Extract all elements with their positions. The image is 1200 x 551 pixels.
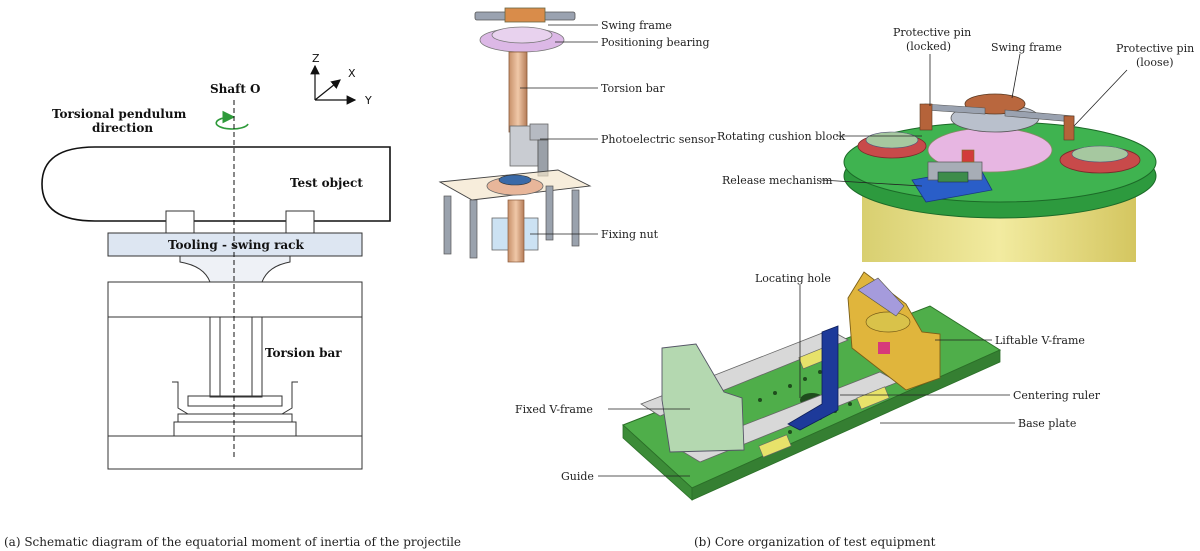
label-torsion-bar-b: Torsion bar	[601, 82, 665, 95]
torsion-housing	[107, 281, 363, 470]
label-positioning-bearing: Positioning bearing	[601, 36, 710, 49]
tooling-label: Tooling - swing rack	[168, 238, 304, 252]
label-locating-hole: Locating hole	[755, 272, 831, 285]
axis-x-label: X	[348, 67, 356, 80]
panel-b-assembly: Swing frame Positioning bearing Torsion …	[438, 7, 716, 263]
axis-y-label: Y	[364, 94, 372, 107]
direction-label-2: direction	[92, 121, 153, 135]
panel-b-top-rig: Protective pin (locked) Swing frame Prot…	[717, 26, 1194, 262]
swing-frame-part	[474, 7, 576, 23]
label-base-plate: Base plate	[1018, 417, 1076, 430]
coordinate-axes	[310, 64, 357, 105]
shaft-label: Shaft O	[210, 82, 261, 96]
tooling-flange	[179, 255, 291, 283]
label-protective-pin-loose-2: (loose)	[1136, 56, 1174, 69]
label-rotating-cushion-block: Rotating cushion block	[717, 130, 845, 143]
panel-a-schematic: Z X Y Shaft O Torsional pendulum directi…	[4, 52, 461, 549]
label-protective-pin-locked-1: Protective pin	[893, 26, 971, 39]
panel-b-fixture: Locating hole Liftable V-frame Fixed V-f…	[515, 271, 1101, 549]
fixed-v-frame-part	[661, 343, 745, 453]
label-liftable-v-frame: Liftable V-frame	[995, 334, 1085, 347]
label-photoelectric-sensor: Photoelectric sensor	[601, 133, 716, 146]
label-centering-ruler: Centering ruler	[1013, 389, 1101, 402]
platform-legs	[443, 185, 580, 259]
label-protective-pin-locked-2: (locked)	[906, 40, 951, 53]
direction-label-1: Torsional pendulum	[52, 107, 187, 121]
test-object-outline	[41, 146, 391, 222]
label-swing-frame-a: Swing frame	[601, 19, 672, 32]
axis-z-label: Z	[312, 52, 320, 65]
label-release-mechanism: Release mechanism	[722, 174, 833, 187]
label-swing-frame-b: Swing frame	[991, 41, 1062, 54]
label-protective-pin-loose-1: Protective pin	[1116, 42, 1194, 55]
test-object-label: Test object	[290, 176, 363, 190]
label-fixing-nut: Fixing nut	[601, 228, 659, 241]
torsion-bar-label: Torsion bar	[265, 346, 342, 360]
fixture-leaders	[598, 285, 1015, 477]
centering-ruler-part	[787, 325, 839, 431]
mount-right	[285, 210, 315, 234]
caption-a: (a) Schematic diagram of the equatorial …	[4, 535, 461, 549]
rotation-arrow-icon	[215, 110, 249, 130]
mount-left	[165, 210, 195, 234]
label-fixed-v-frame: Fixed V-frame	[515, 403, 593, 416]
torsion-bar-part	[508, 51, 528, 133]
assembly-leaders	[520, 24, 598, 235]
top-rig-leaders	[820, 53, 1128, 187]
caption-b: (b) Core organization of test equipment	[694, 535, 936, 549]
label-guide: Guide	[561, 470, 594, 483]
